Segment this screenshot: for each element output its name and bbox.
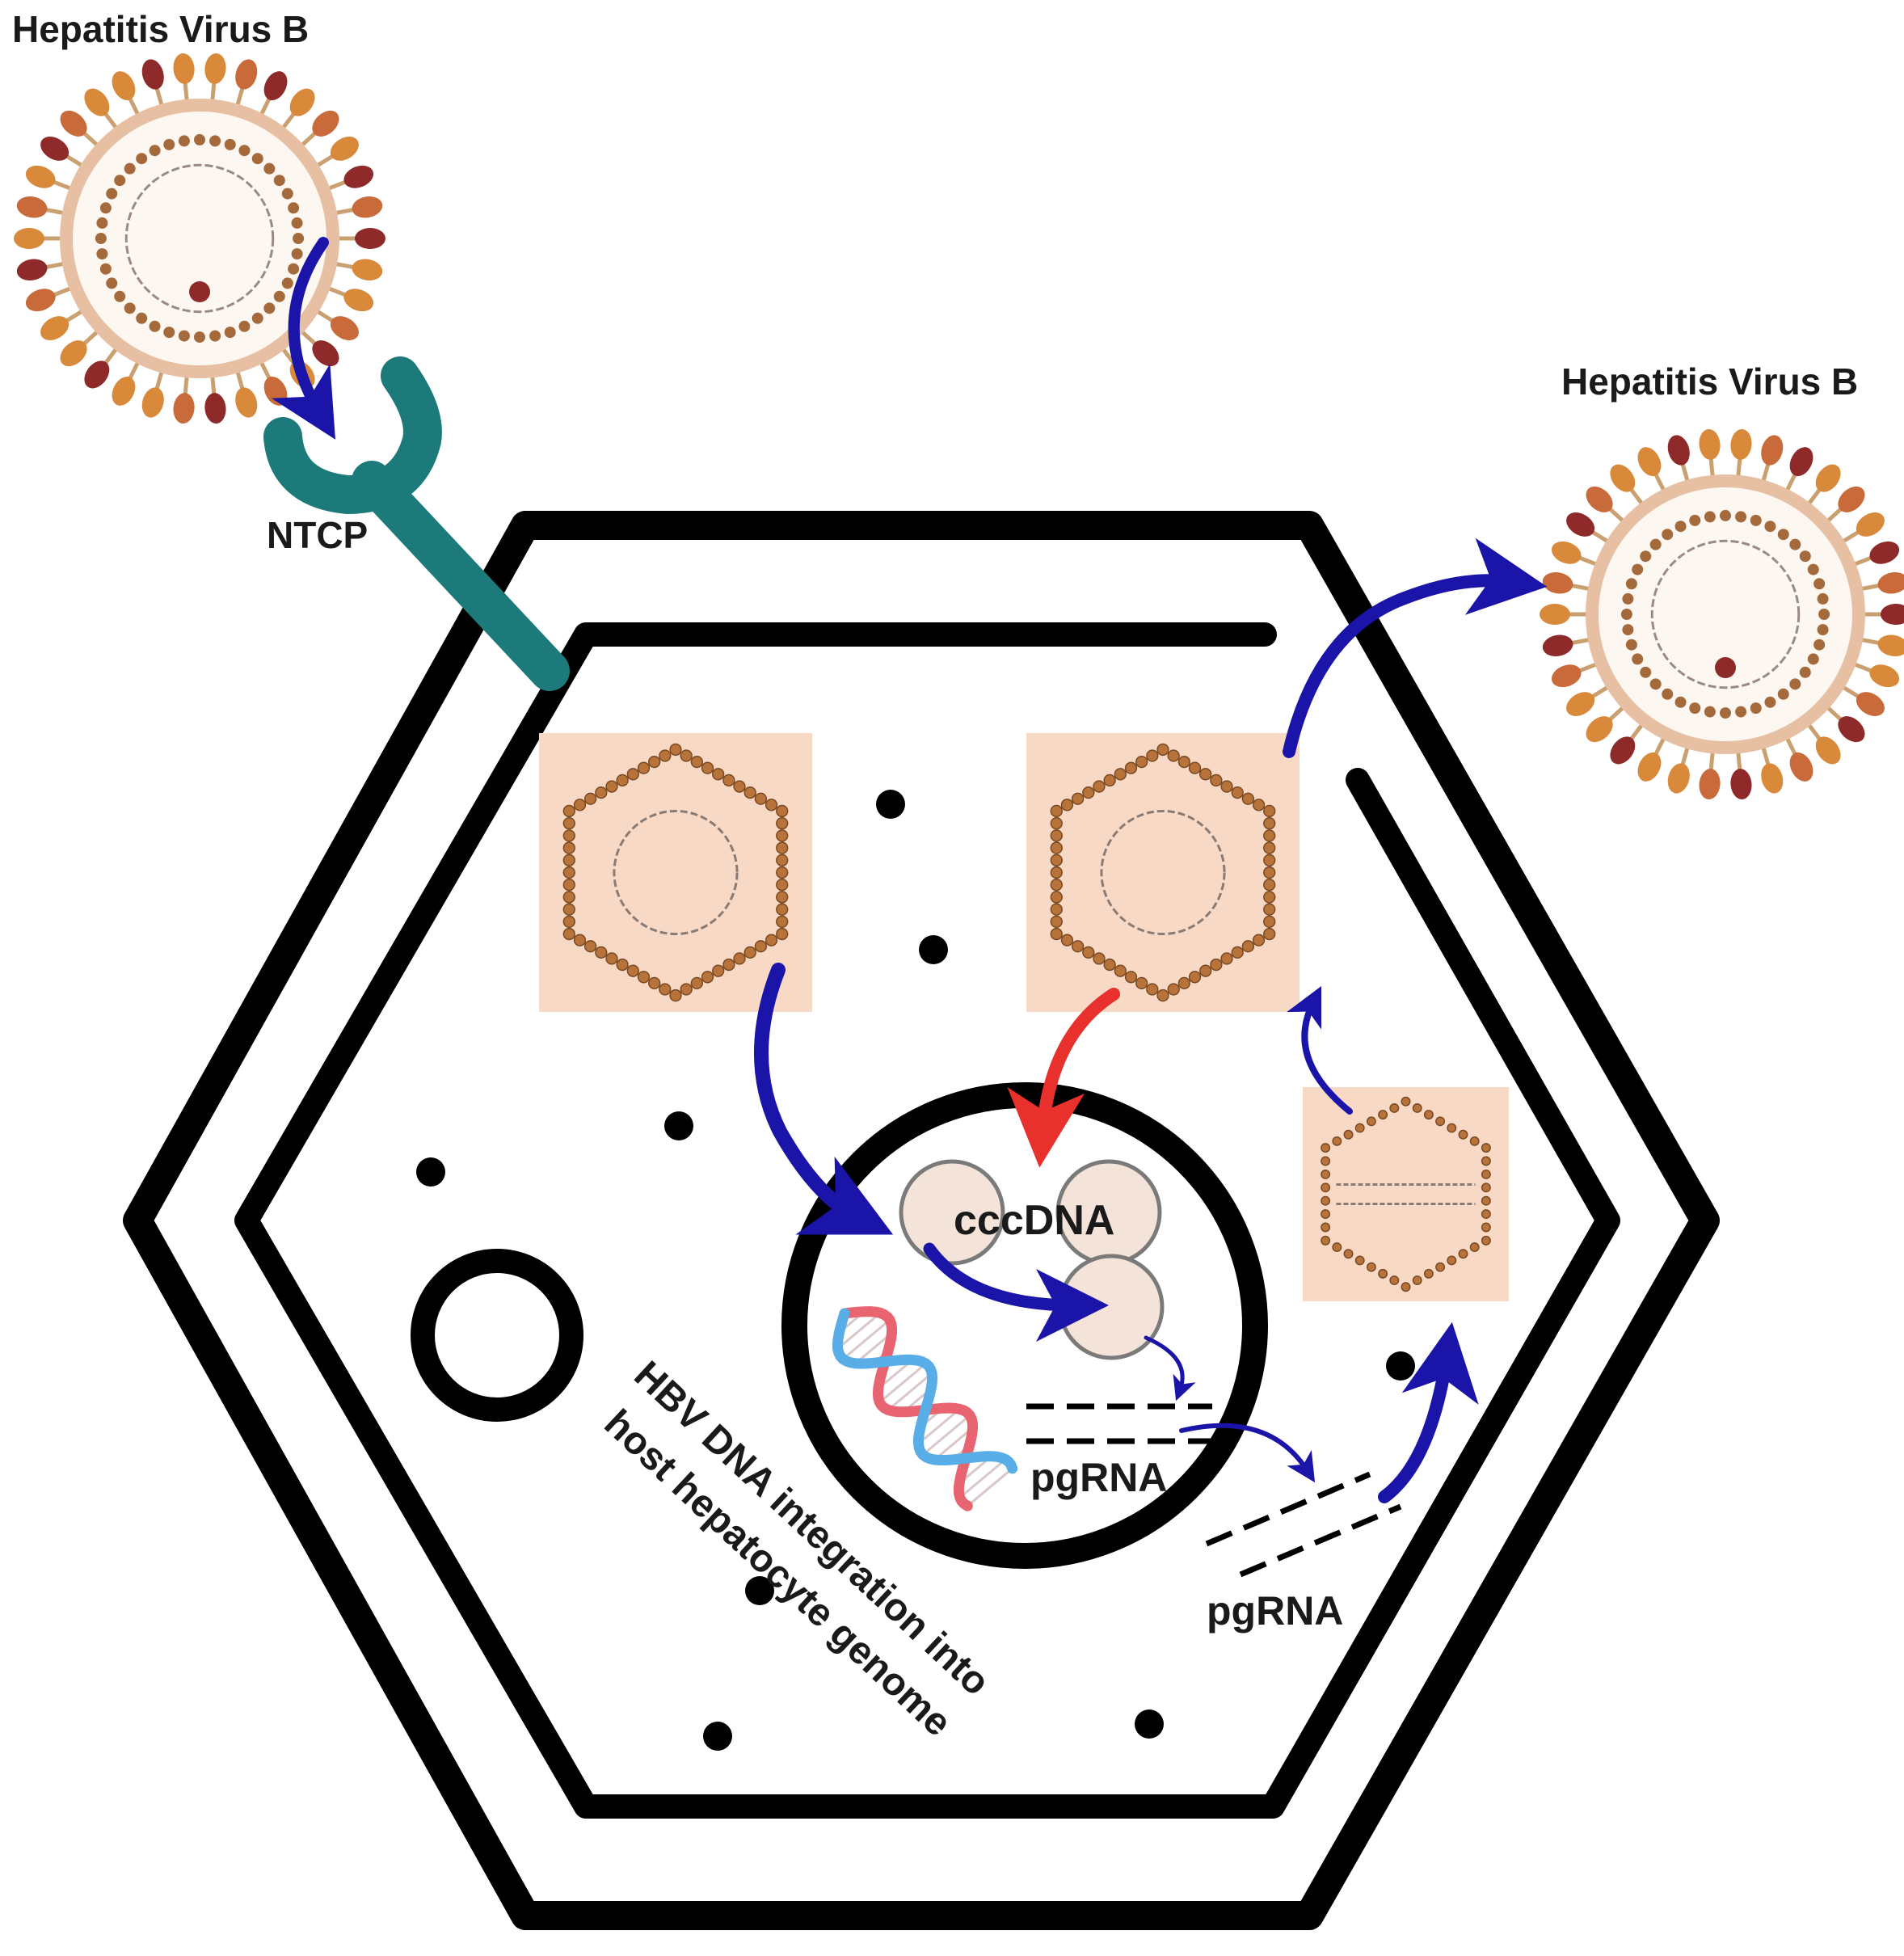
- integration-label-line2: host hepatocyte genome: [596, 1402, 959, 1744]
- ntcp-label: NTCP: [267, 514, 368, 556]
- arrow-virion-release: [1283, 537, 1548, 758]
- vesicle-ring: [411, 1249, 583, 1422]
- pgrna-nucleus-dashes: [1026, 1403, 1212, 1444]
- inner-cell-membrane: [234, 622, 1620, 1819]
- cccdna-label: cccDNA: [954, 1197, 1114, 1244]
- arrow-cccdna-formation: [923, 1242, 1109, 1342]
- arrow-recycling: [1007, 988, 1120, 1168]
- hbv-virion-icon: [14, 53, 385, 424]
- outer-cell-membrane: [123, 511, 1720, 1930]
- capsid-uncoating-icon: [539, 733, 812, 1012]
- arrow-pgrna-to-capsid: [1378, 1322, 1479, 1503]
- ntcp-receptor-icon: [263, 356, 570, 691]
- capsid-assembly-icon: [1303, 1087, 1509, 1301]
- arrow-capsid-to-nucleus: [754, 963, 894, 1235]
- double-helix-icon: [832, 1306, 1018, 1511]
- hepatocyte-cell: [123, 511, 1720, 1930]
- pgrna-cytoplasm-dashes: [1205, 1471, 1402, 1578]
- arrow-pgrna-export: [1179, 1423, 1316, 1483]
- pathway-arrows: [272, 237, 1548, 1503]
- capsid-mature-icon: [1026, 733, 1300, 1012]
- pgrna-cytoplasm-label: pgRNA: [1207, 1588, 1343, 1634]
- hbv-virion-released-icon: [1540, 428, 1904, 800]
- arrow-capsid-maturation: [1287, 985, 1353, 1115]
- virus-release-label: Hepatitis Virus B: [1561, 360, 1858, 403]
- cytoplasm-particles: [416, 790, 1415, 1751]
- cccdna-minichromosomes: [899, 1159, 1165, 1360]
- virus-entry-label: Hepatitis Virus B: [12, 8, 309, 50]
- arrow-virus-to-receptor: [272, 237, 335, 440]
- pgrna-nucleus-label: pgRNA: [1030, 1455, 1167, 1500]
- arrow-transcription: [1144, 1335, 1196, 1402]
